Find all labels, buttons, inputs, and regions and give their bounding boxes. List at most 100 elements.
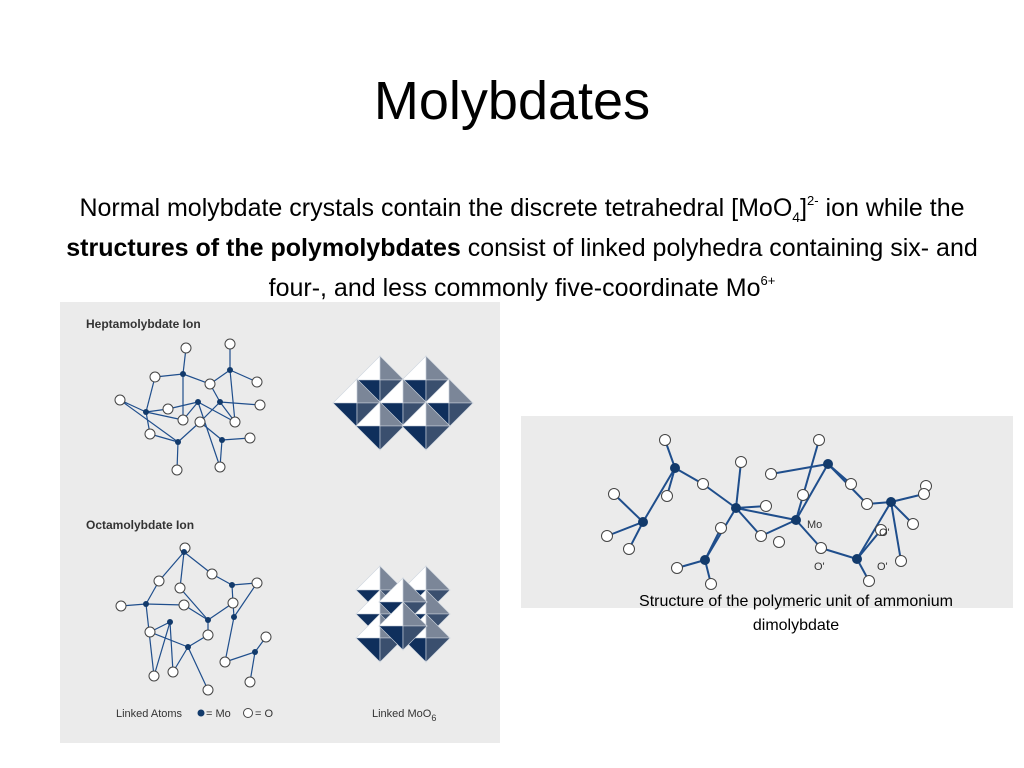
oxygen-atom (755, 530, 767, 542)
oxygen-atom (608, 488, 620, 500)
molybdenum-atom (231, 614, 237, 620)
molybdenum-atom (143, 601, 149, 607)
molybdenum-atom (181, 549, 187, 555)
octahedron-face (448, 402, 474, 428)
body-text: Normal molybdate crystals contain the di… (60, 188, 984, 308)
mo-atom-label: Mo (807, 519, 822, 531)
polymolybdate-structures-figure: Heptamolybdate Ion Octamolybdate Ion Lin… (60, 302, 500, 743)
oxygen-atom (671, 562, 683, 574)
oxygen-atom (895, 555, 907, 567)
oxygen-atom (171, 464, 183, 476)
octahedron-face (379, 425, 405, 451)
bond-line (145, 603, 155, 677)
oxygen-atom (875, 524, 887, 536)
oxygen-atom (114, 394, 126, 406)
bond-line (197, 401, 221, 468)
oxygen-atom (144, 428, 156, 440)
oxygen-atom (214, 461, 226, 473)
bond-line (158, 551, 185, 582)
heptamolybdate-atoms (114, 338, 266, 476)
oxygen-atom (153, 575, 165, 587)
bond-line (149, 631, 189, 648)
oxygen-atom (254, 399, 266, 411)
bond-line (735, 507, 797, 521)
oxygen-atom (661, 490, 673, 502)
chain-atoms (601, 434, 932, 590)
oxygen-atom (162, 403, 174, 415)
octahedron-face (401, 355, 427, 381)
bond-line (183, 551, 213, 575)
oxygen-atom (659, 434, 671, 446)
oxygen-atom (204, 378, 216, 390)
bond-line (795, 463, 829, 521)
oxygen-atom (167, 666, 179, 678)
oxygen-atom (735, 456, 747, 468)
oxygen-atom (773, 536, 785, 548)
molybdenum-atom (823, 459, 833, 469)
bond-line (119, 399, 179, 443)
octahedron-face (425, 637, 451, 663)
octamolybdate-heading: Octamolybdate Ion (86, 518, 194, 532)
oxygen-atom (219, 656, 231, 668)
legend-mo-marker (197, 709, 205, 717)
oxygen-atom (174, 582, 186, 594)
bond-line (890, 501, 902, 562)
oxygen-atom (202, 629, 214, 641)
octahedron-face (355, 425, 381, 451)
molybdenum-atom (886, 497, 896, 507)
oxygen-atom (244, 676, 256, 688)
molybdenum-atom (205, 617, 211, 623)
figure-caption: Structure of the polymeric unit of ammon… (639, 593, 953, 634)
oxygen-atom (224, 338, 236, 350)
oxygen-atom (227, 597, 239, 609)
molybdenum-atom (175, 439, 181, 445)
oxygen-atom (260, 631, 272, 643)
oxygen-atom (180, 342, 192, 354)
oxygen-atom (244, 432, 256, 444)
bond-line (735, 507, 762, 537)
octamolybdate-polyhedra (355, 565, 451, 663)
octahedron-face (425, 565, 451, 591)
oxygen-atom (251, 376, 263, 388)
bond-line (145, 603, 185, 606)
bond-line (795, 439, 820, 521)
legend-linked-mooct-sub: 6 (431, 713, 436, 723)
molybdenum-atom (195, 399, 201, 405)
heptamolybdate-heading: Heptamolybdate Ion (86, 317, 201, 331)
octahedron-face (425, 425, 451, 451)
oxygen-atom (177, 414, 189, 426)
molybdenum-atom (185, 644, 191, 650)
oxygen-atom (601, 530, 613, 542)
oxygen-atom (194, 416, 206, 428)
oxygen-atom (229, 416, 241, 428)
heptamolybdate-polyhedra (332, 355, 474, 451)
octamolybdate-atoms (115, 542, 272, 696)
molybdenum-atom (180, 371, 186, 377)
oxygen-label: O' (814, 561, 825, 573)
ammonium-dimolybdate-figure: Mo O' O' O' (521, 416, 1013, 608)
polymolybdate-structures-diagram: Heptamolybdate Ion Octamolybdate Ion Lin… (86, 317, 474, 723)
oxygen-atom (760, 500, 772, 512)
molybdenum-atom (791, 515, 801, 525)
molybdenum-atom (167, 619, 173, 625)
bond-line (179, 587, 209, 621)
oxygen-atom (815, 542, 827, 554)
oxygen-atom (144, 626, 156, 638)
legend-o-marker (243, 708, 253, 718)
superscript: 6+ (760, 273, 776, 288)
oxygen-label: O' (879, 527, 890, 539)
body-text-segment: Normal molybdate crystals contain the di… (79, 194, 793, 222)
molybdenum-atom (731, 503, 741, 513)
legend-o: = O (255, 708, 273, 720)
body-text-segment: consist of linked polyhedra containing s… (268, 234, 978, 302)
legend-linked-mooct: Linked MoO6 (372, 708, 436, 723)
oxygen-atom (705, 578, 717, 590)
oxygen-atom (697, 478, 709, 490)
bond-line (145, 411, 184, 421)
molybdenum-atom (229, 582, 235, 588)
octahedron-face (402, 625, 428, 651)
octahedron-face (379, 355, 405, 381)
octahedron-face (401, 425, 427, 451)
bond-line (820, 547, 858, 560)
body-text-segment: ] (800, 194, 808, 222)
